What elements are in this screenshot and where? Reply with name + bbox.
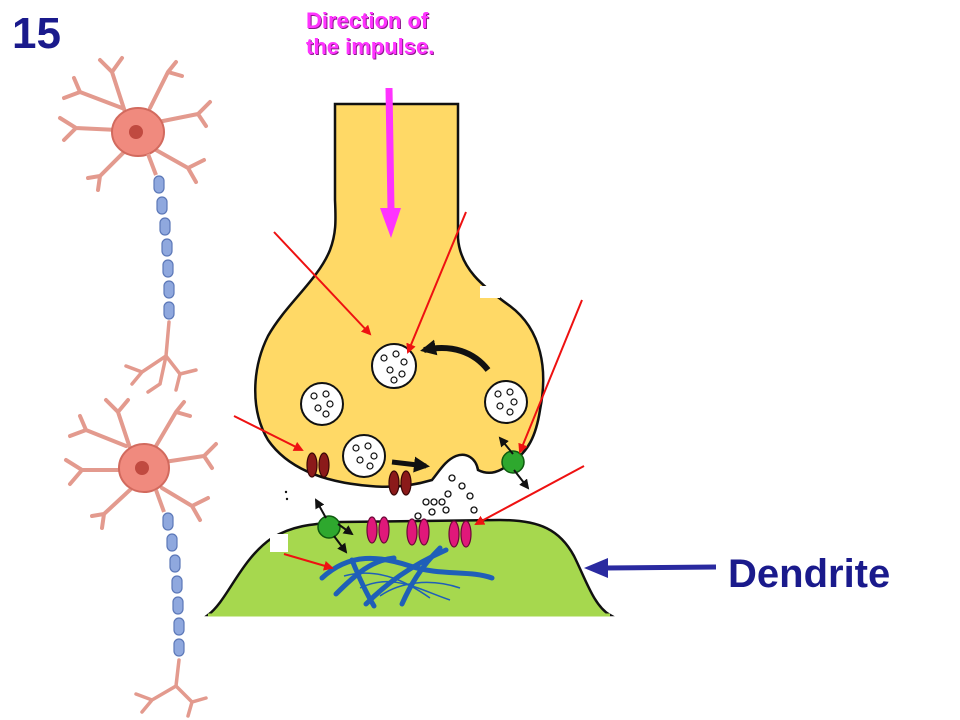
cytoskeleton-filaments xyxy=(319,545,495,609)
neuron-upper-dendrites xyxy=(58,56,212,192)
transporter-arrow-in xyxy=(498,436,514,455)
postsynaptic-transporter-arrow-down xyxy=(333,535,348,554)
calcium-channel xyxy=(388,470,412,496)
pointer-arrow-postsynaptic xyxy=(283,553,334,571)
pointer-arrow-neurotransmitter xyxy=(406,211,467,354)
synaptic-vesicle xyxy=(342,434,386,478)
label-mask xyxy=(270,534,288,552)
neuron-upper-nucleus xyxy=(129,125,143,139)
neuron-lower-nucleus xyxy=(135,461,149,475)
vesicle-movement-arrow xyxy=(391,456,430,473)
postsynaptic-transporter xyxy=(317,515,341,539)
pointer-arrow-channel xyxy=(233,415,304,451)
neuron-lower-dendrites xyxy=(64,398,218,530)
postsynaptic-transporter-arrow-up xyxy=(315,498,327,519)
dendrite-label: Dendrite xyxy=(728,552,891,596)
cleft-marks xyxy=(284,490,289,501)
synaptic-vesicle xyxy=(300,382,344,426)
recycling-arrow xyxy=(420,339,491,372)
neuron-upper-myelin xyxy=(153,175,175,320)
neuron-lower-myelin xyxy=(162,512,185,657)
pointer-arrow-receptor xyxy=(474,465,585,525)
calcium-channel xyxy=(306,452,330,478)
postsynaptic-transporter-arrow-side xyxy=(337,523,354,536)
slide-number: 15 xyxy=(12,9,61,58)
impulse-direction-arrow xyxy=(380,87,401,238)
neuron-lower-axon-hillock xyxy=(154,489,166,513)
postsynaptic-receptor xyxy=(406,518,430,546)
neuron-upper-axon-terminals xyxy=(124,320,198,394)
reuptake-transporter xyxy=(501,450,525,474)
pointer-arrow-vesicle xyxy=(273,231,372,336)
transporter-arrow-out xyxy=(513,469,530,490)
impulse-direction-label: Direction of the impulse. xyxy=(306,8,435,60)
neuron-lower-axon-terminals xyxy=(134,658,208,718)
synaptic-vesicle xyxy=(484,380,528,424)
postsynaptic-receptor xyxy=(448,520,472,548)
synaptic-vesicle xyxy=(371,343,417,389)
postsynaptic-receptor xyxy=(366,516,390,544)
dendrite-pointer-arrow xyxy=(584,558,717,578)
cytoskeleton-fine-filaments xyxy=(343,572,461,601)
neuron-lower-illustration xyxy=(64,398,218,718)
neuron-upper-illustration xyxy=(58,56,212,394)
neurotransmitter-molecules xyxy=(414,474,478,520)
neuron-upper-axon-hillock xyxy=(146,153,158,176)
pointer-arrow-reuptake xyxy=(518,299,583,454)
label-mask xyxy=(480,286,500,298)
